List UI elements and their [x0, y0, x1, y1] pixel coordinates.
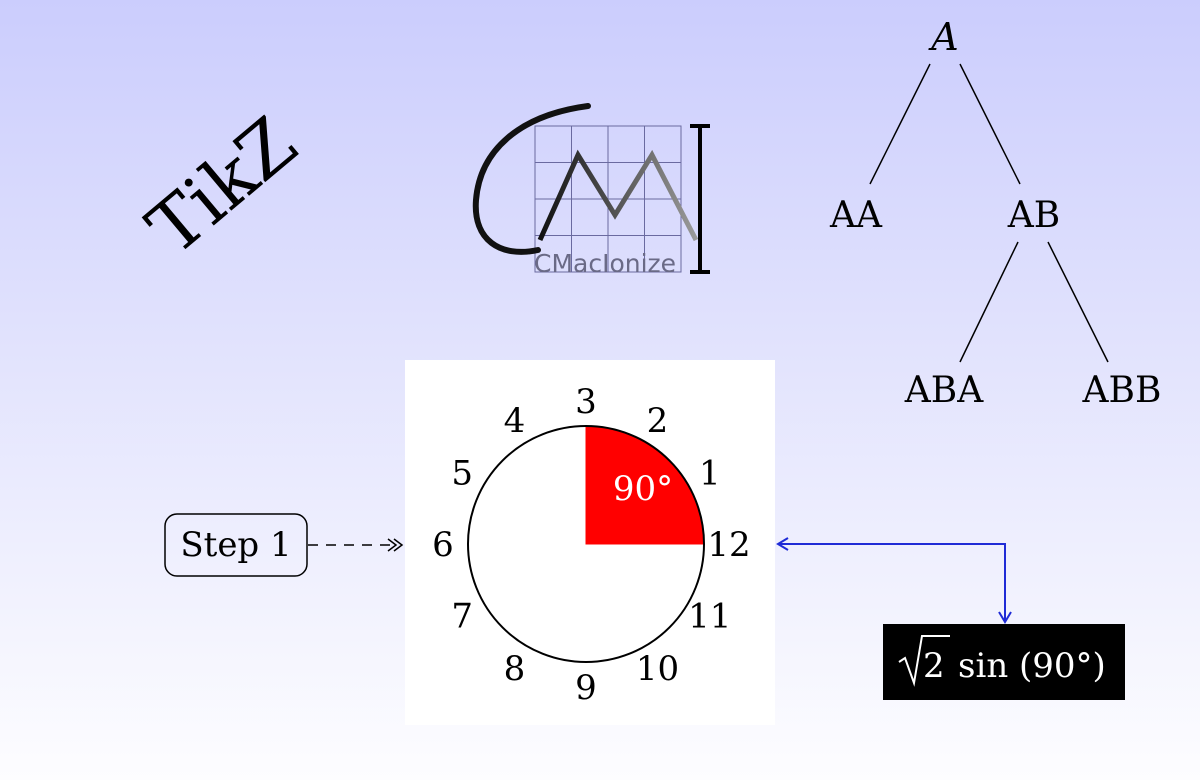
- tree-node-ab: AB: [1007, 195, 1060, 236]
- tikz-logo-text: TikZ: [132, 101, 312, 271]
- cmacionize-logo: CMacIonize: [472, 103, 710, 278]
- clock-label-3: 3: [575, 382, 597, 422]
- step-box: Step 1: [164, 513, 308, 577]
- clock-label-9: 9: [575, 668, 597, 708]
- tree-node-root: A: [928, 15, 958, 59]
- formula-sqrt-sign: [898, 635, 950, 687]
- tree-node-aba: ABA: [904, 370, 984, 411]
- tree-edges: [869, 63, 1109, 363]
- tree-node-aa: AA: [829, 195, 883, 236]
- clock-label-6: 6: [432, 525, 454, 565]
- tree-node-abb: ABB: [1082, 370, 1162, 411]
- dashed-arrow: [308, 538, 404, 552]
- cmac-zigzag: [537, 149, 699, 242]
- tree-diagram: A AA AB ABA ABB: [829, 15, 1161, 411]
- clock-sector-label: 90°: [613, 469, 673, 509]
- blue-connector: [776, 537, 1012, 624]
- clock-label-1: 1: [699, 454, 721, 494]
- clock-label-2: 2: [647, 401, 669, 441]
- clock-label-12: 12: [707, 525, 750, 565]
- clock-label-7: 7: [451, 597, 473, 637]
- cmac-bracket: [690, 124, 710, 274]
- formula-sqrt-arg: 2: [923, 646, 945, 686]
- cmac-caption: CMacIonize: [534, 249, 676, 278]
- clock-label-8: 8: [504, 649, 526, 689]
- clock-label-4: 4: [504, 401, 526, 441]
- clock-label-5: 5: [451, 454, 473, 494]
- step-box-label: Step 1: [180, 525, 291, 565]
- clock-circle: [467, 425, 705, 663]
- formula-box: 2 sin (90°): [883, 624, 1125, 700]
- cmac-arc: [472, 103, 591, 255]
- formula-rest: sin (90°): [958, 646, 1106, 686]
- clock-label-11: 11: [688, 597, 731, 637]
- clock-label-10: 10: [636, 649, 679, 689]
